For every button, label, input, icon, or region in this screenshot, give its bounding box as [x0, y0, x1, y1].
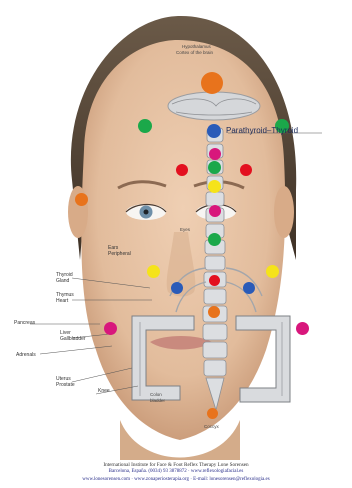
label-thyroid-gland: Thyroid Gland	[56, 272, 73, 284]
reflex-point-nose-magenta	[209, 148, 221, 160]
reflex-point-yellow-cheek-left	[147, 265, 160, 278]
reflex-point-magenta-left	[104, 322, 117, 335]
label-pancreas: Pancreas	[14, 320, 35, 326]
reflex-point-parathyroid-blue	[207, 124, 221, 138]
reflex-point-orange-chin	[207, 408, 218, 419]
reflex-point-red-right	[240, 164, 252, 176]
reflex-point-blue-right	[243, 282, 255, 294]
footer-links[interactable]: www.lonesorensen.com · www.zonaperioster…	[0, 477, 352, 482]
reflex-point-orange-lip	[208, 306, 220, 318]
reflex-point-magenta-nose	[209, 205, 221, 217]
label-liver-gallbladder: Liver Gallbladder	[60, 330, 86, 342]
reflex-point-red-left	[176, 164, 188, 176]
reflex-point-forehead-green-left	[138, 119, 152, 133]
footer-institute: International Institute for Face & Foot …	[0, 462, 352, 468]
label-ears-peripheral: Ears Peripheral	[108, 245, 131, 257]
reflex-point-magenta-right	[296, 322, 309, 335]
reflex-point-yellow-nose	[208, 180, 221, 193]
reflex-point-green-mid	[208, 161, 221, 174]
label-eyes: Eyes	[180, 227, 190, 233]
label-coccyx: Coccyx	[204, 424, 219, 430]
footer-address: Barcelona, España. (0034) 93 3878872 · w…	[0, 469, 352, 474]
reflex-point-green-nose	[208, 233, 221, 246]
label-thymus-heart: Thymus Heart	[56, 292, 74, 304]
reflex-point-blue-left	[171, 282, 183, 294]
reflex-point-ear-orange	[75, 193, 88, 206]
label-uterus-prostate: Uterus Prostate	[56, 376, 75, 388]
reflex-point-yellow-cheek-right	[266, 265, 279, 278]
label-colon-bladder: Colon bladder	[150, 392, 165, 404]
label-knee: Knee	[98, 388, 110, 394]
label-top-2: Cortex of the brain	[176, 50, 213, 56]
reflex-point-forehead-orange	[201, 72, 223, 94]
label-parathyroid-thyroid: Parathyroid–Thyroid	[226, 126, 298, 135]
reflex-point-red-lower	[209, 275, 220, 286]
label-adrenals: Adrenals	[16, 352, 36, 358]
